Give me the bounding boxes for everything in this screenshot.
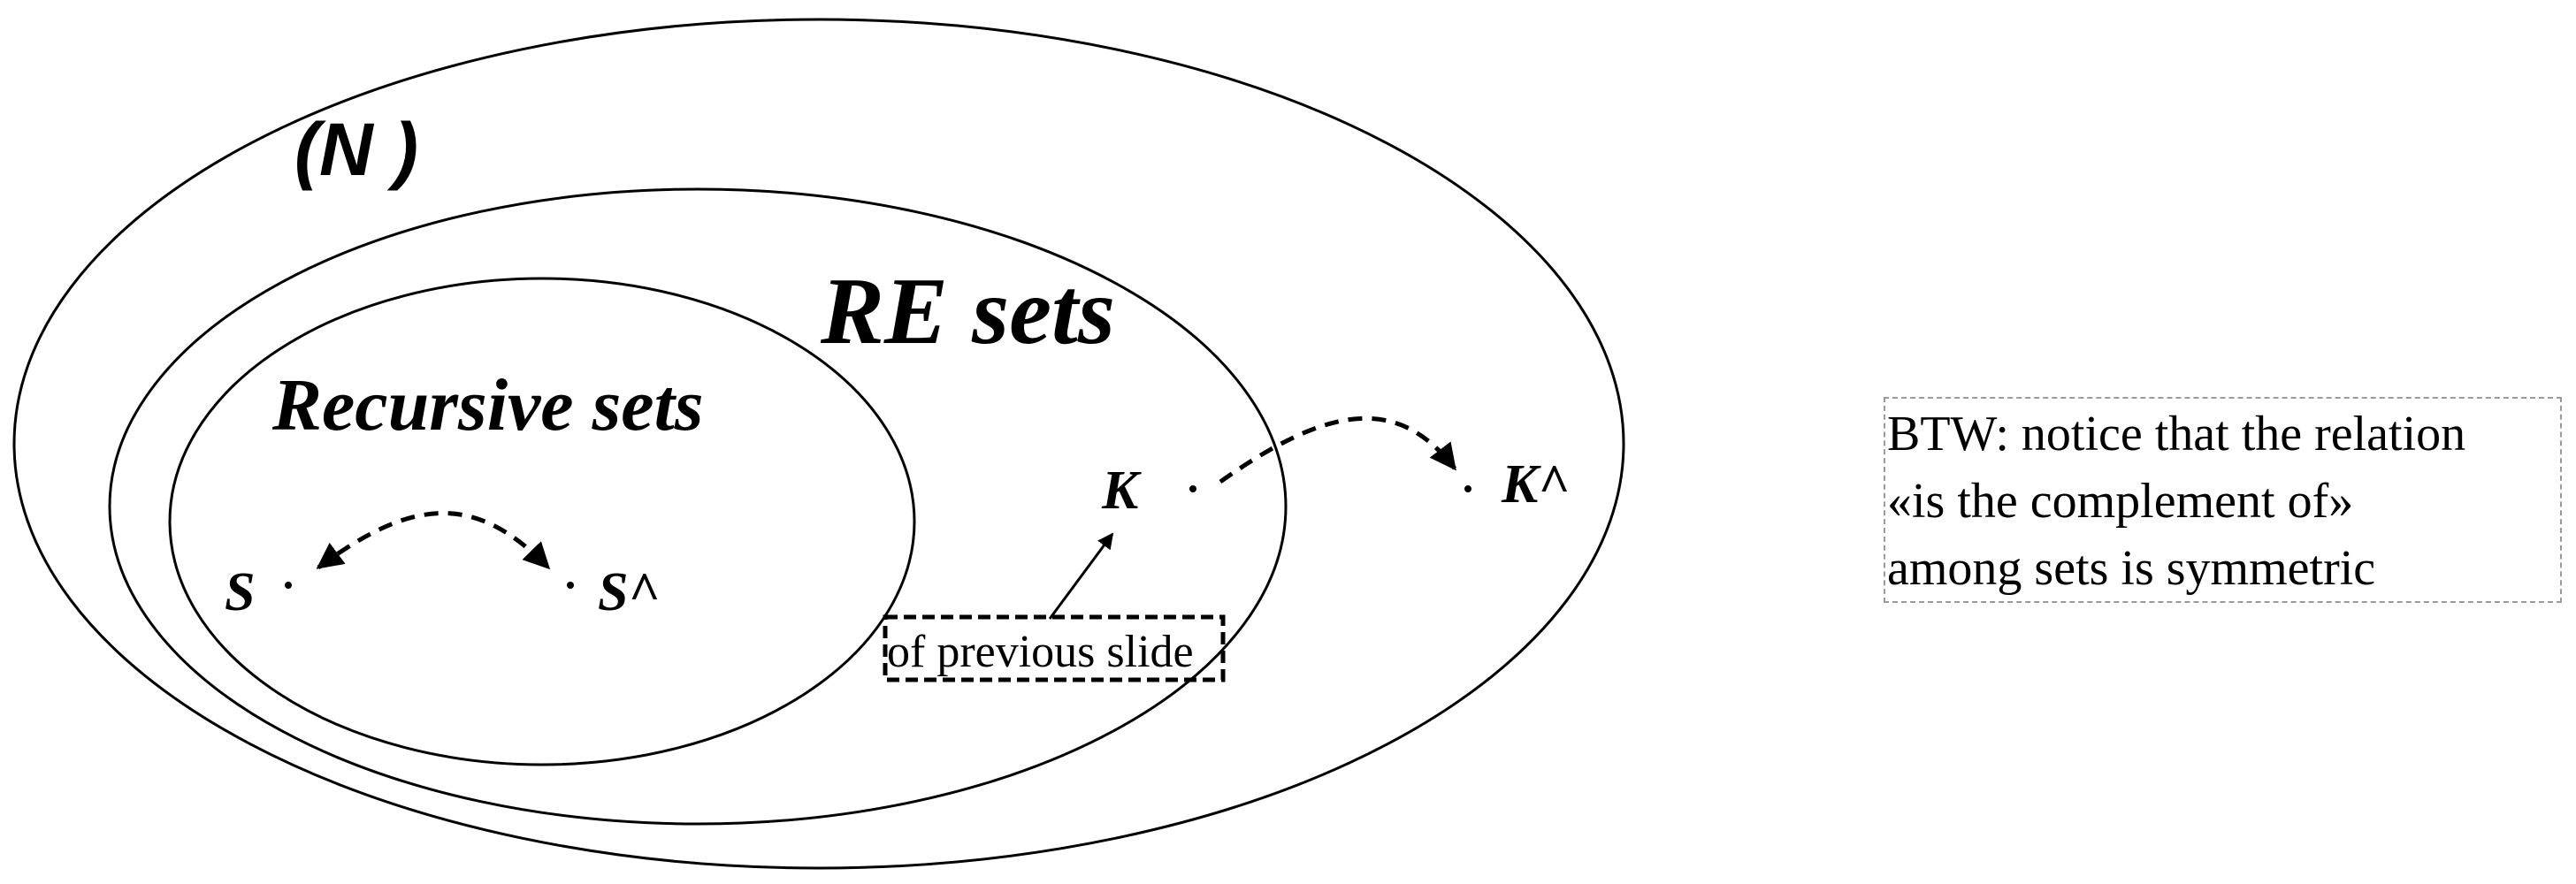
point-k-complement-label: K^ (1501, 454, 1570, 514)
recursive-set-label: Recursive sets (271, 364, 704, 446)
point-s-label: S (225, 562, 255, 622)
naturals-set-ellipse (12, 18, 1625, 870)
note-line: BTW: notice that the relation (1887, 407, 2466, 461)
note-line: among sets is symmetric (1887, 541, 2376, 596)
point-k-complement-dot (1464, 485, 1471, 492)
callout-box (883, 614, 1226, 682)
point-k-dot (1189, 485, 1196, 492)
point-k-label: K (1101, 461, 1142, 521)
symmetry-note-box: BTW: notice that the relation «is the co… (1884, 397, 2562, 603)
recursive-set-ellipse (168, 277, 916, 766)
k-complement-arrow (1219, 415, 1456, 484)
note-line: «is the complement of» (1887, 474, 2354, 529)
callout-text: of previous slide (887, 627, 1194, 677)
callout-pointer-arrow (1048, 532, 1114, 620)
point-s-dot (285, 582, 292, 589)
s-complement-arrow (316, 511, 551, 570)
point-s-complement-dot (567, 582, 574, 589)
re-set-label: RE sets (820, 259, 1115, 364)
naturals-set-label: (N ) (294, 108, 418, 191)
re-set-ellipse (108, 187, 1288, 826)
point-s-complement-label: S^ (598, 562, 660, 622)
